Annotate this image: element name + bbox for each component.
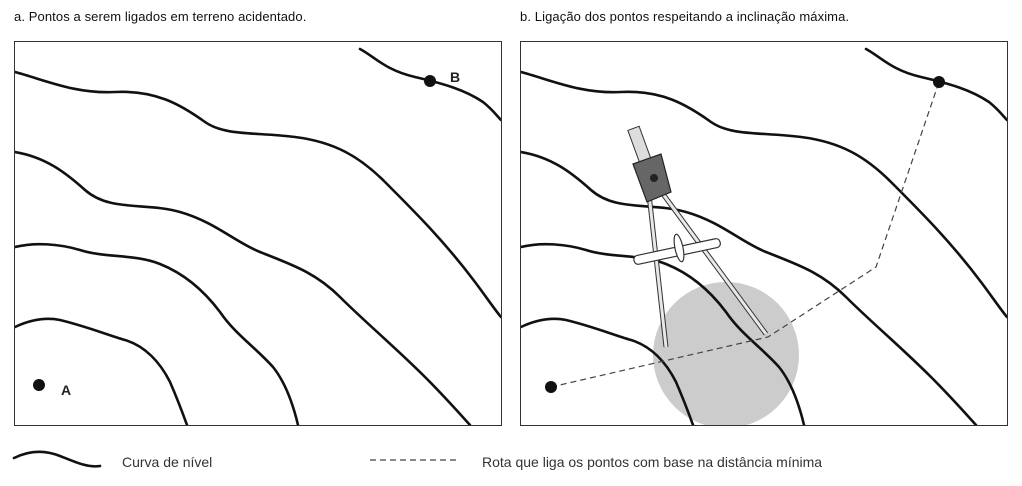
contour-line-3 xyxy=(521,150,978,425)
contour-line-2 xyxy=(15,70,501,319)
legend: Curva de nível Rota que liga os pontos c… xyxy=(0,446,1022,476)
compass-icon xyxy=(627,125,769,348)
panel-a: A B xyxy=(14,41,502,426)
point-a-label: A xyxy=(61,382,72,398)
point-b-marker xyxy=(933,76,945,88)
contour-line-4 xyxy=(521,242,806,425)
compass-radius-circle xyxy=(653,282,799,425)
route-line xyxy=(550,81,940,388)
point-b-label: B xyxy=(450,69,461,85)
point-a-marker xyxy=(33,379,45,391)
legend-route-label: Rota que liga os pontos com base na dist… xyxy=(482,454,823,470)
caption-panel-b: b. Ligação dos pontos respeitando a incl… xyxy=(520,9,850,24)
contour-line-5 xyxy=(15,317,189,425)
panel-b xyxy=(520,41,1008,426)
contour-map-b xyxy=(521,47,1007,425)
contour-map-a xyxy=(15,47,501,425)
contour-line-2 xyxy=(521,70,1007,319)
contour-line-1 xyxy=(358,47,501,122)
point-b-marker xyxy=(424,75,436,87)
legend-graphics xyxy=(12,450,458,468)
contour-line-4 xyxy=(15,242,300,425)
point-a-marker xyxy=(545,381,557,393)
contour-line-5 xyxy=(521,317,695,425)
contour-line-3 xyxy=(15,150,472,425)
contour-line-1 xyxy=(864,47,1007,122)
legend-curve-label: Curva de nível xyxy=(122,454,213,470)
legend-curve-swatch xyxy=(12,450,102,468)
caption-panel-a: a. Pontos a serem ligados em terreno aci… xyxy=(14,9,307,24)
